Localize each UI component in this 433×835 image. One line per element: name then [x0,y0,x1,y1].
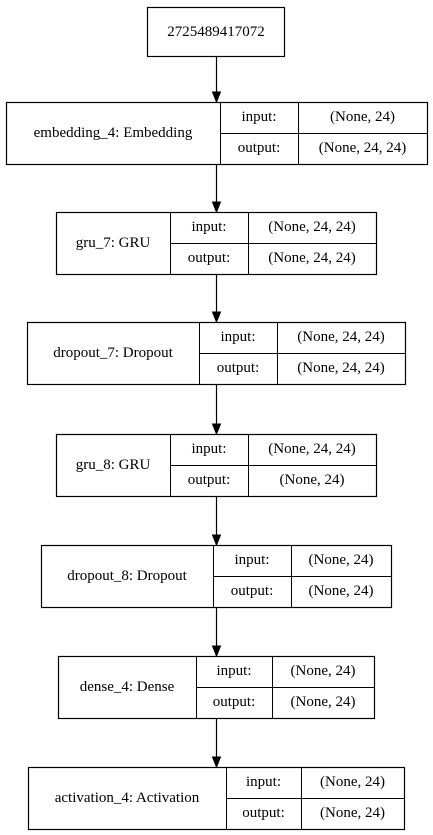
input-shape: (None, 24) [291,663,356,679]
arrowhead-icon [211,201,222,214]
input-node: 2725489417072 [146,6,286,58]
input-node-box [146,6,286,58]
edge-arrow [211,275,222,324]
edge-arrow [211,719,222,769]
output-label: output: [242,805,285,821]
layer-name: embedding_4: Embedding [34,125,193,141]
layer-node-box [5,101,429,166]
layer-name: dropout_7: Dropout [53,345,173,361]
output-label: output: [188,472,231,488]
edge-arrow [211,497,222,547]
input-label: input: [216,663,251,679]
input-node-label: 2725489417072 [167,24,265,40]
output-label: output: [238,140,281,156]
output-shape: (None, 24, 24) [297,360,384,376]
arrowhead-icon [211,756,222,769]
output-label: output: [231,583,274,599]
edge-arrow [211,608,222,658]
input-shape: (None, 24, 24) [268,441,355,457]
layer-name: dropout_8: Dropout [67,568,187,584]
layer-nodes: embedding_4: Embedding input: output: (None… [5,101,429,831]
layer-node: activation_4: Activation input: output: (No… [27,766,406,831]
arrowhead-icon [211,423,222,436]
output-shape: (None, 24, 24) [319,140,406,156]
layer-name: gru_8: GRU [76,457,151,473]
input-shape: (None, 24, 24) [268,219,355,235]
input-label: input: [191,219,226,235]
input-shape: (None, 24) [309,552,374,568]
layer-node: gru_8: GRU input: output: (None, 24, 24) (No… [55,433,378,498]
input-label: input: [246,774,281,790]
arrowhead-icon [211,645,222,658]
arrowhead-icon [211,534,222,547]
input-label: input: [220,329,255,345]
layer-name: activation_4: Activation [55,790,200,806]
output-label: output: [213,694,256,710]
layer-node: embedding_4: Embedding input: output: (None… [5,101,429,166]
edge-arrow [211,165,222,214]
input-label: input: [234,552,269,568]
edge-arrow [211,385,222,436]
layer-name: gru_7: GRU [76,235,151,251]
layer-node: dropout_7: Dropout input: output: (None, 24… [26,321,407,386]
layer-name: dense_4: Dense [80,679,175,695]
layer-node: dense_4: Dense input: output: (None, 24) (No… [57,655,376,720]
input-shape: (None, 24, 24) [297,329,384,345]
output-shape: (None, 24) [320,805,385,821]
arrowhead-icon [211,91,222,104]
input-label: input: [191,441,226,457]
arrowhead-icon [211,311,222,324]
output-shape: (None, 24) [309,583,374,599]
edge-arrow [211,57,222,104]
edges [211,57,222,769]
input-label: input: [241,109,276,125]
output-label: output: [188,250,231,266]
layer-node: gru_7: GRU input: output: (None, 24, 24) (No… [55,211,378,276]
output-shape: (None, 24) [280,472,345,488]
output-shape: (None, 24, 24) [268,250,355,266]
output-label: output: [217,360,260,376]
output-shape: (None, 24) [291,694,356,710]
input-shape: (None, 24) [330,109,395,125]
input-shape: (None, 24) [320,774,385,790]
layer-node: dropout_8: Dropout input: output: (None, 24… [40,544,393,609]
